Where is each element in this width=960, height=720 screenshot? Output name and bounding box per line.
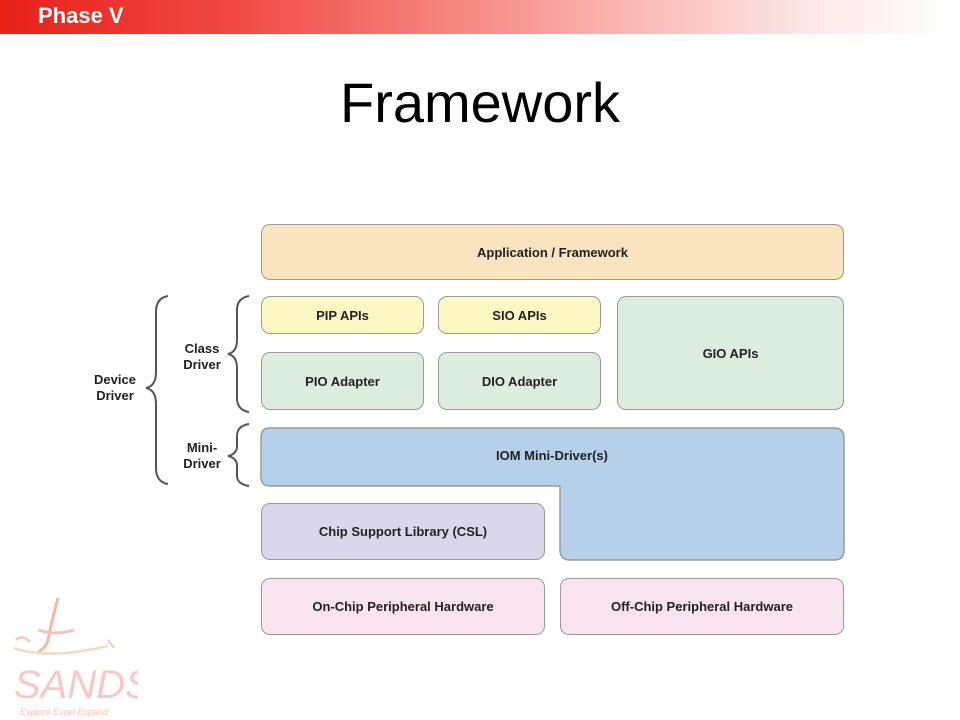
off-chip-hardware-box: Off-Chip Peripheral Hardware: [560, 578, 844, 635]
dio-adapter-label: DIO Adapter: [481, 373, 558, 389]
dio-adapter-box: DIO Adapter: [438, 352, 601, 410]
on-chip-hardware-label: On-Chip Peripheral Hardware: [312, 599, 494, 614]
mini-driver-label-line2: Driver: [183, 456, 221, 471]
class-driver-label-line1: Class: [184, 341, 220, 356]
iom-mini-driver-box: IOM Mini-Driver(s): [420, 436, 684, 474]
device-driver-brace: [145, 295, 169, 485]
csl-label: Chip Support Library (CSL): [318, 524, 488, 539]
gio-apis-label: GIO APIs: [702, 345, 759, 361]
logo-wordmark: SANDS: [14, 663, 138, 707]
pip-apis-box: PIP APIs: [261, 296, 424, 334]
gio-apis-box: GIO APIs: [617, 296, 844, 410]
application-framework-box: Application / Framework: [261, 224, 844, 280]
mini-driver-label-line1: Mini-: [186, 440, 218, 455]
mini-driver-label: Mini- Driver: [172, 440, 232, 472]
iom-mini-driver-label: IOM Mini-Driver(s): [496, 447, 608, 463]
csl-box: Chip Support Library (CSL): [261, 503, 545, 560]
pio-adapter-label: PIO Adapter: [305, 373, 380, 389]
sio-apis-box: SIO APIs: [438, 296, 601, 334]
class-driver-brace: [227, 295, 250, 413]
logo-tagline: Explore Excel Expand: [20, 707, 109, 717]
pio-adapter-box: PIO Adapter: [261, 352, 424, 410]
off-chip-hardware-label: Off-Chip Peripheral Hardware: [610, 599, 794, 614]
class-driver-label: Class Driver: [172, 341, 232, 373]
sands-logo: SANDS Explore Excel Expand: [13, 597, 138, 717]
class-driver-label-line2: Driver: [183, 357, 221, 372]
device-driver-label-line1: Device: [94, 372, 136, 387]
device-driver-label-line2: Driver: [96, 388, 134, 403]
sio-apis-label: SIO APIs: [492, 307, 547, 323]
on-chip-hardware-box: On-Chip Peripheral Hardware: [261, 578, 545, 635]
slide-title: Framework: [339, 71, 621, 134]
header-bar: Phase V: [0, 0, 960, 34]
phase-label: Phase V: [38, 3, 124, 28]
pip-apis-label: PIP APIs: [316, 307, 369, 323]
device-driver-label: Device Driver: [80, 372, 150, 404]
mini-driver-brace: [227, 423, 250, 487]
application-framework-label: Application / Framework: [477, 244, 628, 260]
